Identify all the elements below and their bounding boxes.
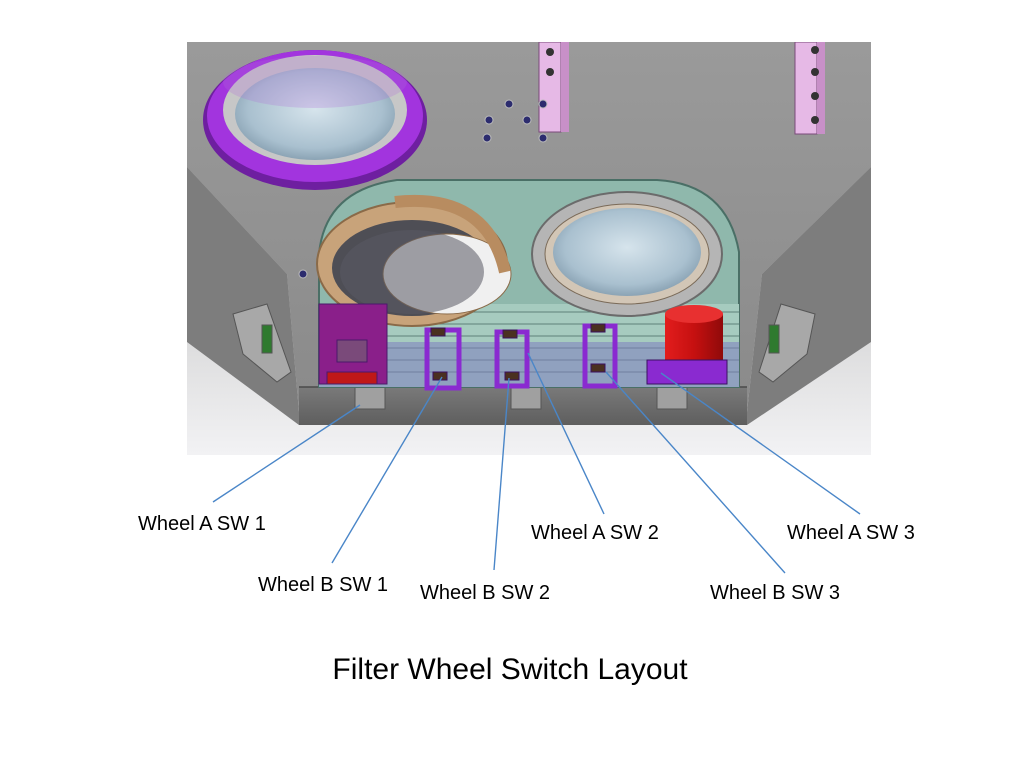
left-mount-tab <box>232 303 292 383</box>
label-wheel-a-sw-2: Wheel A SW 2 <box>531 522 659 544</box>
switch-bracket-b2 <box>494 329 530 389</box>
switch-assembly-left <box>318 303 388 385</box>
purple-filter-ring <box>203 50 427 190</box>
cad-render-svg <box>187 42 871 455</box>
label-wheel-a-sw-3: Wheel A SW 3 <box>787 522 915 544</box>
slide-title: Filter Wheel Switch Layout <box>332 653 688 686</box>
label-wheel-b-sw-2: Wheel B SW 2 <box>420 582 551 604</box>
label-wheel-b-sw-3: Wheel B SW 3 <box>710 582 841 604</box>
top-rail-right <box>794 42 825 135</box>
top-rail-left <box>538 42 569 133</box>
filter-wheel-cad-render <box>187 42 871 455</box>
label-wheel-b-sw-1: Wheel B SW 1 <box>258 574 389 596</box>
label-wheel-a-sw-1: Wheel A SW 1 <box>138 513 266 535</box>
